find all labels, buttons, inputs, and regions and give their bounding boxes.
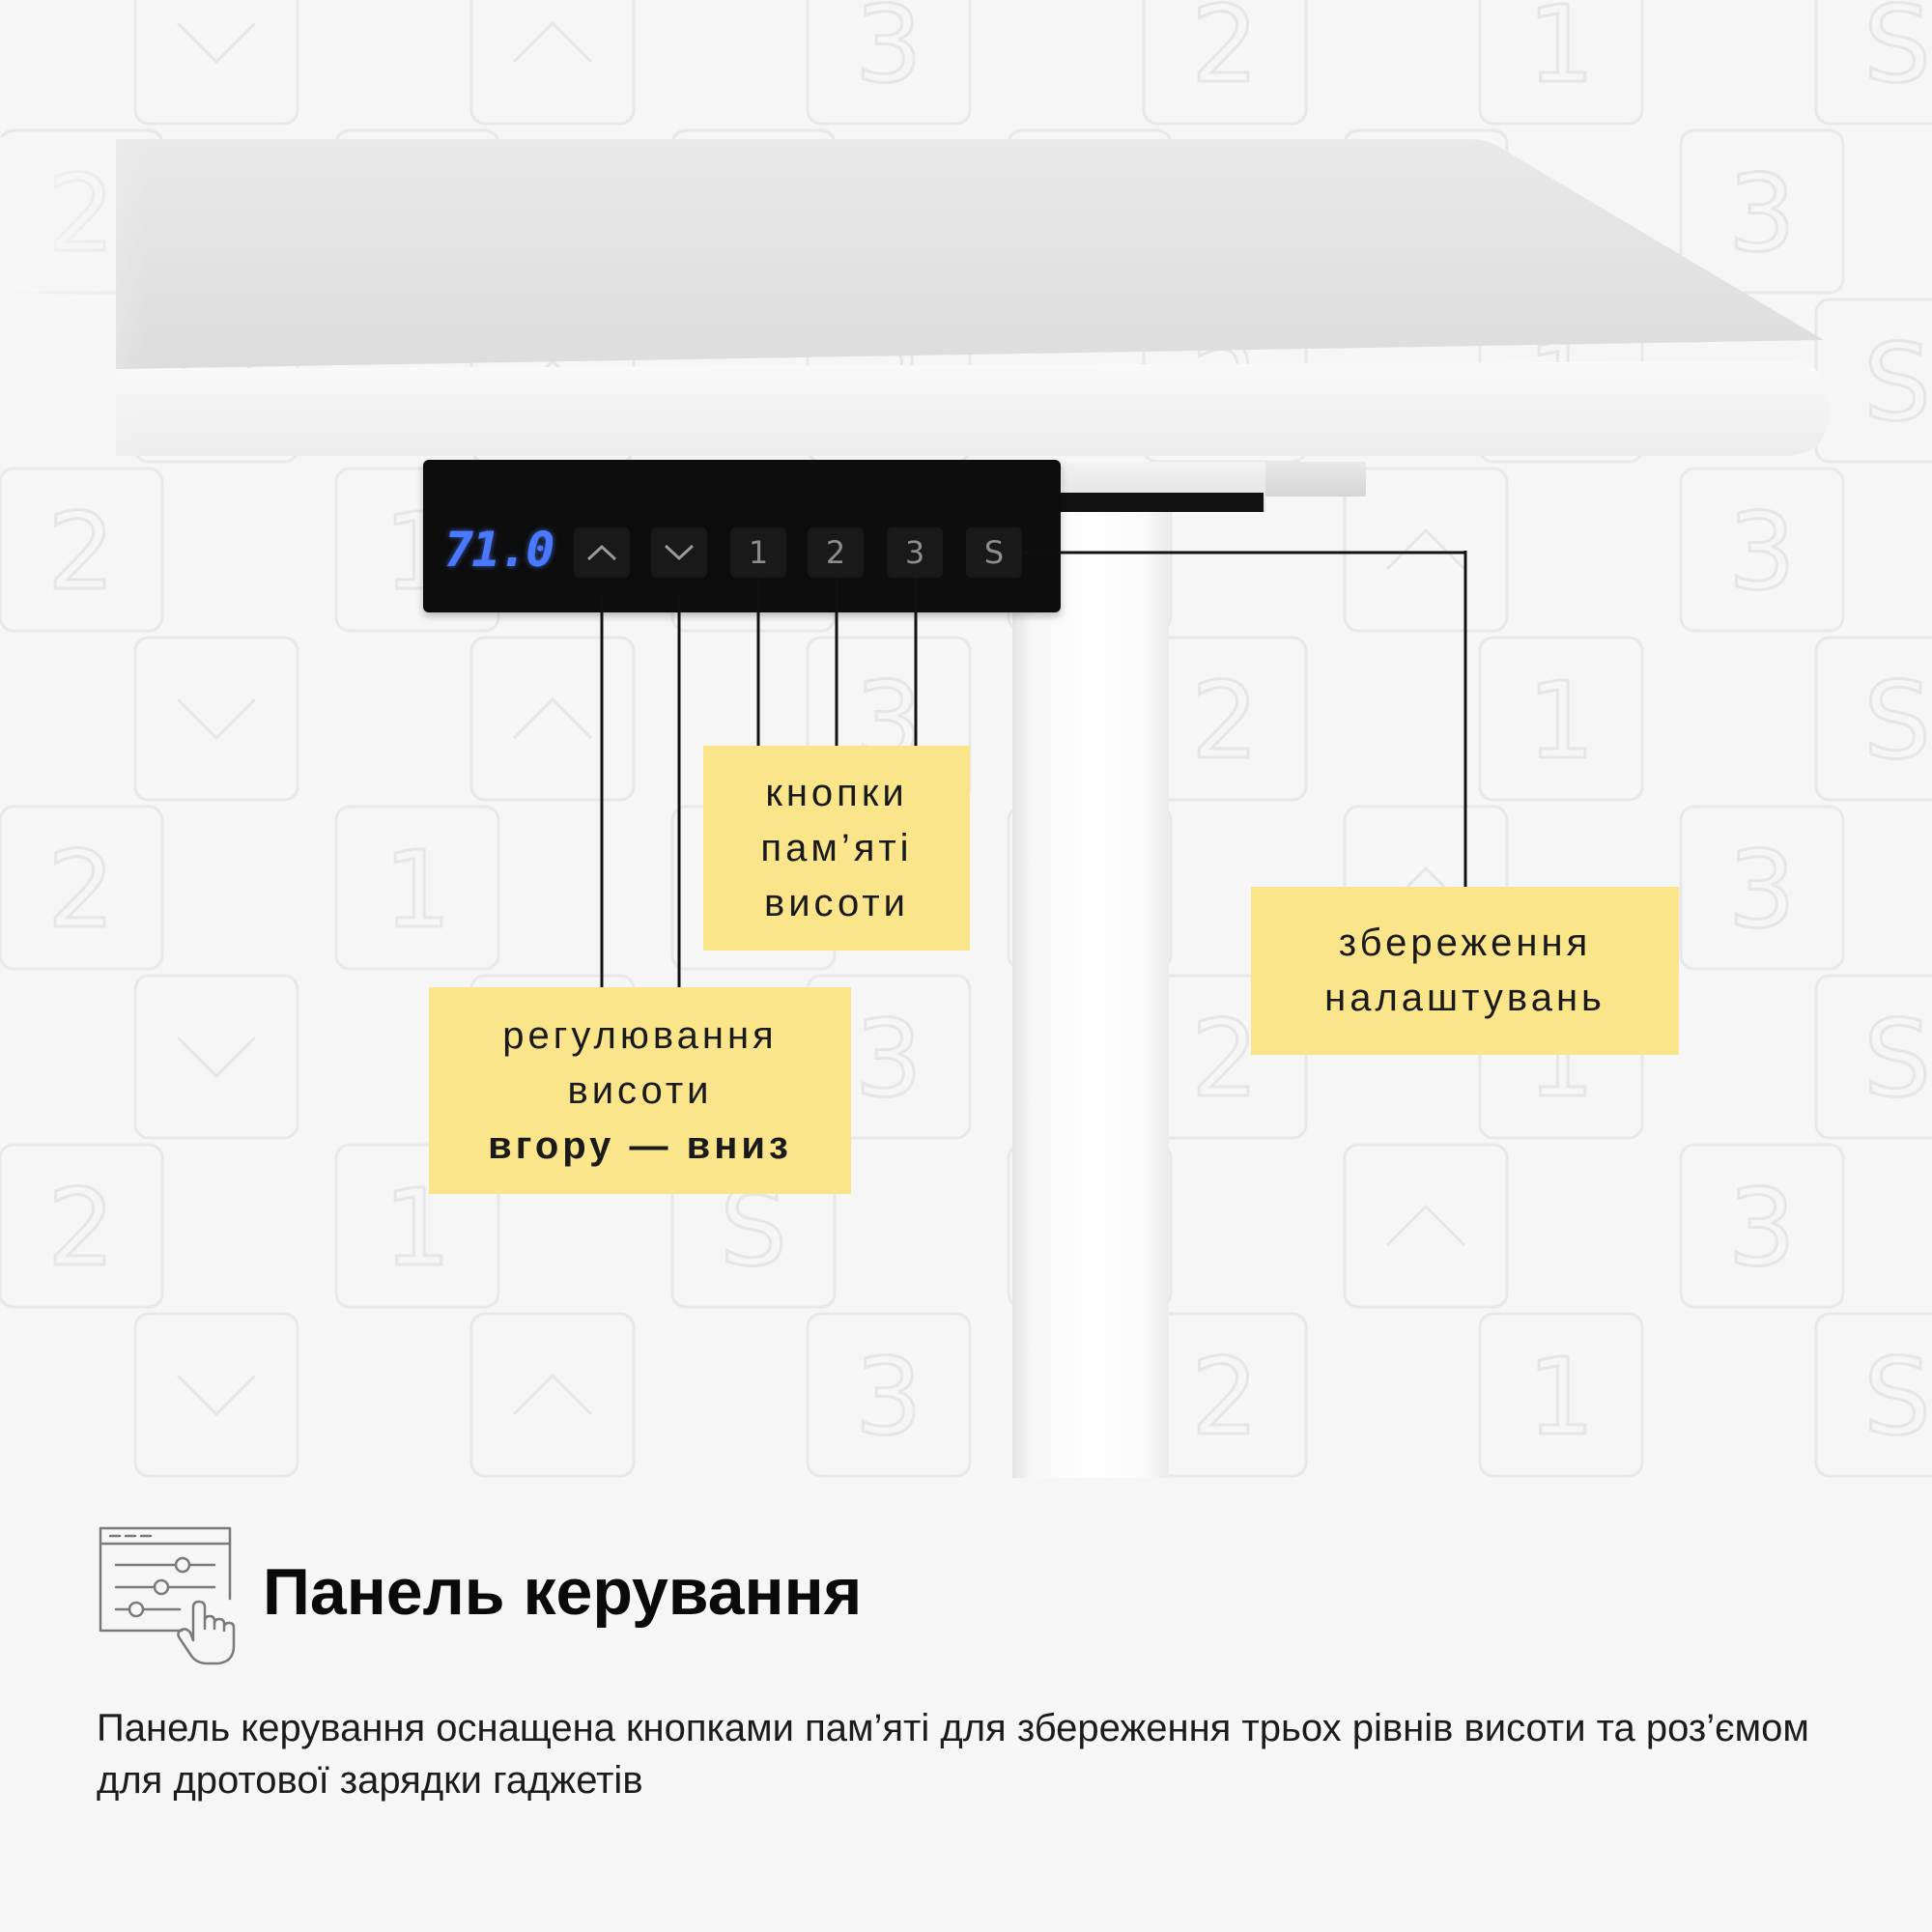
chevron-down-icon [664,544,695,561]
svg-text:3: 3 [855,997,923,1121]
svg-text:S: S [1863,0,1931,106]
svg-text:3: 3 [855,1335,923,1459]
svg-text:3: 3 [1728,490,1796,613]
callout-height-adjust: регулювання висоти вгору — вниз [429,987,851,1194]
svg-text:2: 2 [1191,997,1259,1121]
svg-text:S: S [1863,997,1931,1121]
desk-leg [1012,510,1169,1478]
height-display: 71.0 [444,522,554,578]
svg-text:2: 2 [47,828,115,952]
feature-title: Панель керування [263,1555,863,1629]
svg-text:1: 1 [384,828,451,952]
callout-save-line-2: налаштувань [1324,977,1605,1019]
callout-save-settings: збереження налаштувань [1251,887,1679,1055]
svg-text:1: 1 [1527,1335,1595,1459]
callout-memory-line-3: висоти [763,881,910,924]
height-up-button[interactable] [574,527,630,578]
feature-description: Панель керування оснащена кнопками пам’я… [97,1707,1809,1802]
panel-mount [1061,493,1264,512]
callout-height-line-1: регулювання [502,1013,778,1057]
save-button[interactable]: S [966,527,1022,578]
svg-text:2: 2 [1191,1335,1259,1459]
callout-memory-line-1: кнопки [765,771,908,814]
height-down-button[interactable] [651,527,707,578]
callout-save-line-1: збереження [1338,922,1592,964]
svg-text:S: S [1863,1335,1931,1459]
callout-memory-line-2: пам’яті [760,826,913,869]
desk-top [0,137,1831,456]
svg-text:2: 2 [47,1166,115,1290]
svg-text:2: 2 [1191,0,1259,106]
memory-1-button[interactable]: 1 [730,527,786,578]
callout-memory-buttons: кнопки пам’яті висоти [703,746,970,951]
svg-text:3: 3 [855,0,923,106]
frame-bracket [1265,462,1366,497]
svg-text:1: 1 [1527,0,1595,106]
svg-text:3: 3 [1728,1166,1796,1290]
svg-text:2: 2 [1191,659,1259,782]
callout-height-line-2: висоти [567,1068,713,1112]
callout-height-bold-line: вгору — вниз [488,1123,792,1167]
svg-text:S: S [1863,321,1931,444]
memory-3-button[interactable]: 3 [887,527,943,578]
sliders-touch-icon [99,1526,236,1665]
svg-text:S: S [1863,659,1931,782]
svg-text:3: 3 [1728,828,1796,952]
svg-text:1: 1 [1527,659,1595,782]
chevron-up-icon [586,544,617,561]
svg-text:2: 2 [47,490,115,613]
memory-2-button[interactable]: 2 [808,527,864,578]
